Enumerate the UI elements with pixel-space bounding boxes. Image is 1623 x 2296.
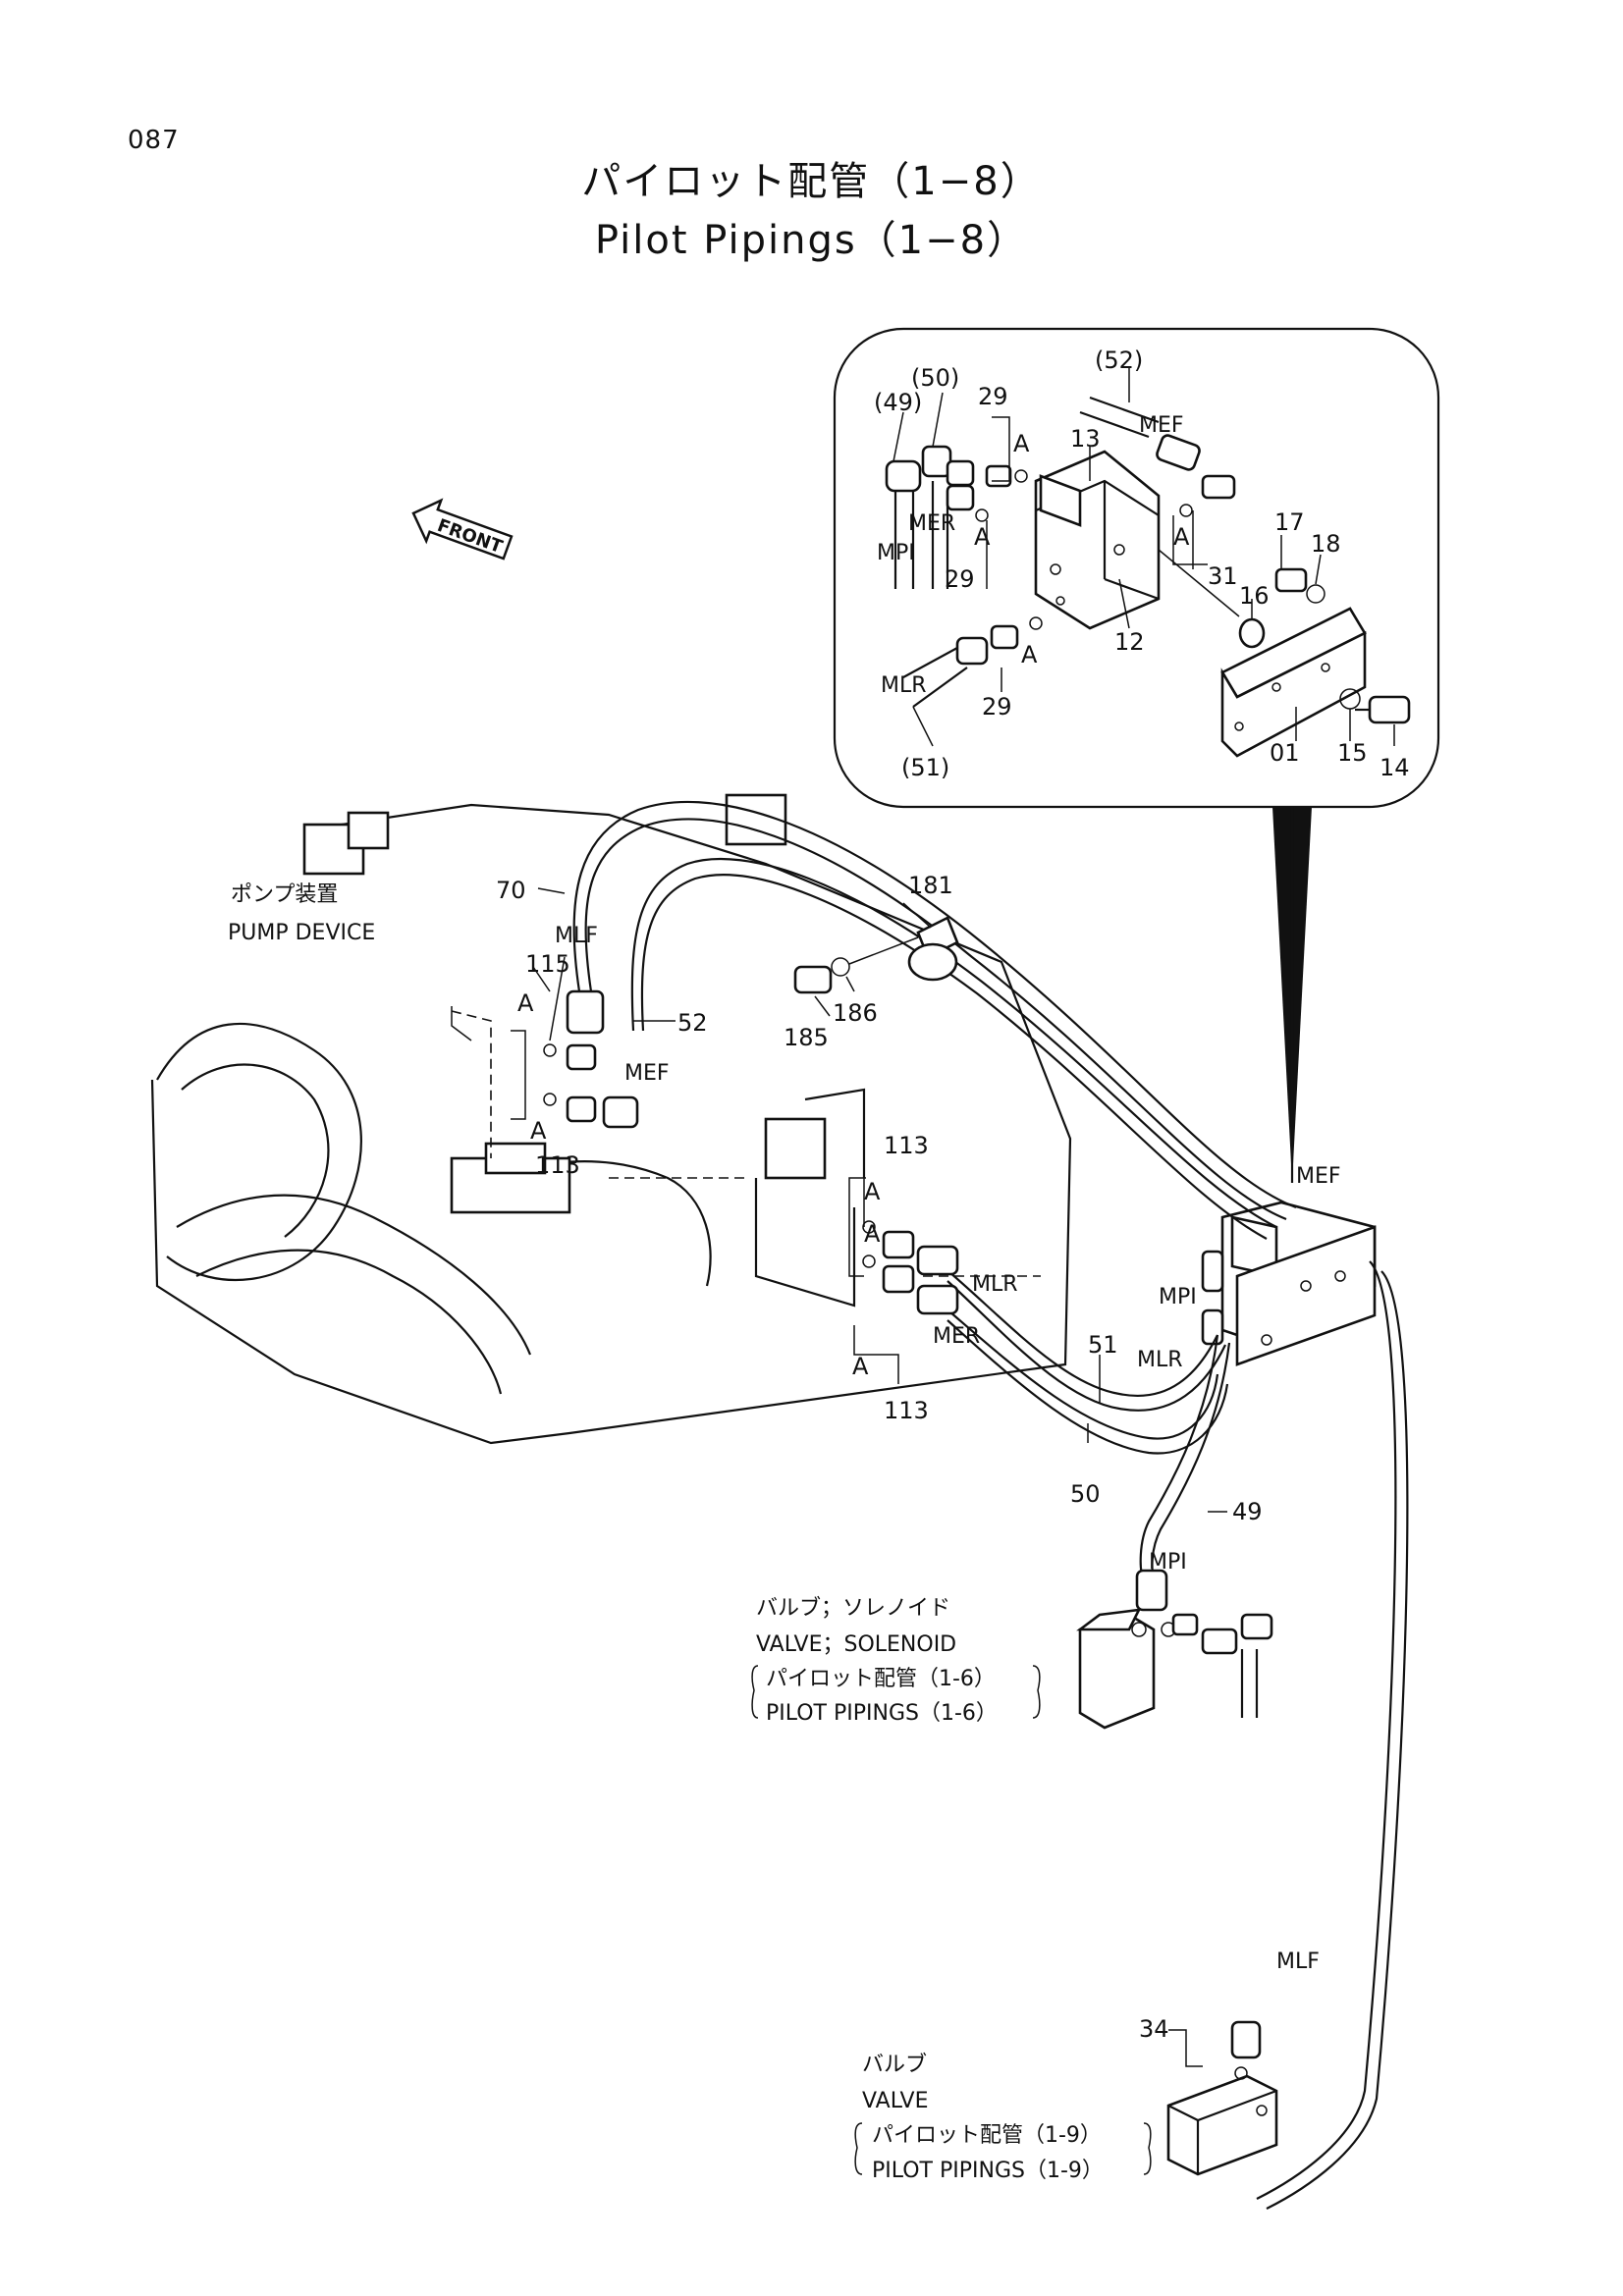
label-113-c: 113: [884, 1397, 929, 1424]
label-31: 31: [1208, 562, 1238, 590]
bolt-185-icon: [793, 965, 833, 994]
label-185: 185: [784, 1024, 829, 1051]
label-113-b: 113: [884, 1132, 929, 1159]
label-51: 51: [1088, 1331, 1118, 1359]
label-a-main-5: A: [852, 1353, 869, 1380]
label-01: 01: [1270, 739, 1300, 767]
label-50: 50: [1070, 1480, 1101, 1508]
label-14: 14: [1380, 754, 1410, 781]
label-51: (51): [901, 754, 949, 781]
label-a-main-1: A: [517, 989, 534, 1017]
label-mlf-2: MLF: [1276, 1949, 1320, 1974]
pump-caption-en: PUMP DEVICE: [228, 921, 375, 945]
label-mef-2: MEF: [1296, 1164, 1341, 1189]
solenoid-valve: [1076, 1569, 1273, 1730]
spacer-16-icon: [1238, 617, 1266, 649]
label-mlr-1: MLR: [972, 1272, 1018, 1297]
label-a-main-2: A: [530, 1117, 547, 1145]
front-arrow-icon: FRONT: [411, 498, 514, 561]
label-mef: MEF: [1139, 413, 1184, 438]
label-15: 15: [1337, 739, 1368, 767]
main-labels: 181 70 MLF 115 A 52 MEF 186 185 A 113 11…: [496, 872, 1341, 2043]
label-13: 13: [1070, 425, 1101, 453]
label-113-a: 113: [535, 1151, 580, 1179]
label-70: 70: [496, 877, 526, 904]
valve-ref-en: PILOT PIPINGS（1-9）: [872, 2159, 1104, 2183]
label-12: 12: [1114, 628, 1145, 656]
label-16: 16: [1239, 582, 1270, 610]
label-a4: A: [1021, 641, 1038, 668]
label-mpi: MPI: [877, 541, 915, 565]
leaders: [451, 887, 1227, 2067]
label-mpi-1: MPI: [1159, 1285, 1197, 1309]
label-29b: 29: [945, 565, 975, 593]
label-mer: MER: [908, 511, 955, 536]
label-17: 17: [1274, 508, 1305, 536]
page-title-japanese: パイロット配管（1−8）: [581, 159, 1042, 204]
label-50: (50): [911, 364, 959, 392]
solenoid-ref-en: PILOT PIPINGS（1-6）: [766, 1701, 998, 1726]
washer-186-icon: [831, 957, 850, 977]
page-title-english: Pilot Pipings（1−8）: [594, 218, 1029, 263]
label-29a: 29: [978, 383, 1008, 410]
bottom-valve: [1166, 2020, 1278, 2176]
label-a-main-3: A: [864, 1178, 881, 1205]
pilot-valve-block: [1201, 1201, 1377, 1366]
label-a1: A: [1013, 430, 1030, 457]
solenoid-caption-en: VALVE；SOLENOID: [756, 1632, 956, 1657]
label-a-main-4: A: [864, 1220, 881, 1248]
page-number: 087: [128, 126, 180, 155]
label-181: 181: [908, 872, 953, 899]
hoses: [572, 800, 1409, 2210]
label-186: 186: [833, 999, 878, 1027]
label-49: 49: [1232, 1498, 1263, 1525]
label-mer-1: MER: [933, 1324, 980, 1349]
valve-ref-jp: パイロット配管（1-9）: [872, 2123, 1102, 2148]
label-mlr-2: MLR: [1137, 1348, 1183, 1372]
label-mef-1: MEF: [624, 1061, 670, 1086]
label-a2: A: [974, 523, 991, 551]
valve-caption-jp: バルブ: [862, 2053, 927, 2077]
bolt-14-icon: [1355, 695, 1411, 724]
label-29c: 29: [982, 693, 1012, 721]
valve-caption-en: VALVE: [862, 2089, 928, 2113]
solenoid-ref-jp: パイロット配管（1-6）: [766, 1667, 996, 1691]
label-a3: A: [1173, 523, 1190, 551]
label-34: 34: [1139, 2015, 1169, 2043]
pump-caption-jp: ポンプ装置: [231, 882, 338, 907]
label-18: 18: [1311, 530, 1341, 558]
bolt-17-icon: [1274, 567, 1308, 593]
solenoid-caption-jp: バルブ；ソレノイド: [756, 1596, 950, 1621]
pump-fittings: [543, 916, 959, 1315]
label-115: 115: [525, 950, 570, 978]
label-52: (52): [1095, 347, 1143, 374]
label-mlf-1: MLF: [555, 924, 598, 948]
pump-device: [150, 793, 1072, 1445]
detail-inset: (49) (50) 29 A (52) MEF 13 MER A MPI 29 …: [833, 327, 1440, 1183]
captions: ポンプ装置 PUMP DEVICE バルブ；ソレノイド VALVE；SOLENO…: [228, 882, 1152, 2183]
label-52: 52: [677, 1009, 708, 1037]
label-mlr: MLR: [881, 673, 927, 698]
washer-18-icon: [1306, 584, 1325, 604]
label-mpi-2: MPI: [1149, 1550, 1187, 1575]
label-49: (49): [874, 389, 922, 416]
